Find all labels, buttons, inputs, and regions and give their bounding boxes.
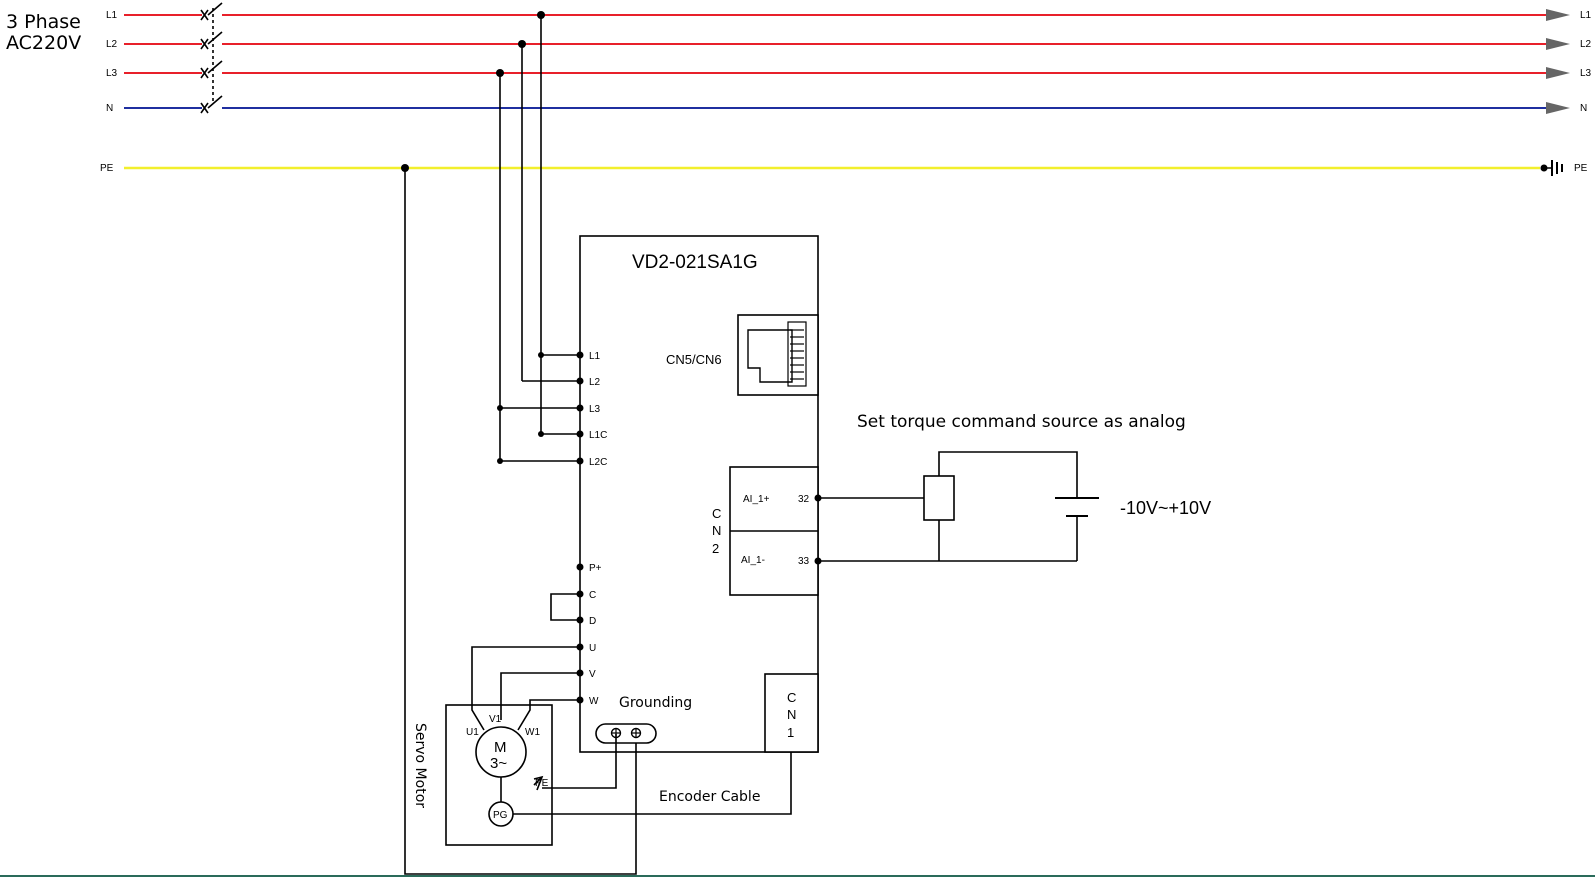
- terminal-label-v: V: [589, 669, 596, 680]
- analog-input-circuit: [814, 451, 1099, 565]
- terminal-label-d: D: [589, 616, 596, 627]
- terminal-label-w: W: [589, 696, 599, 707]
- potentiometer-icon: [923, 475, 955, 521]
- ai-minus-label: AI_1-: [741, 555, 765, 566]
- ai-plus-label: AI_1+: [743, 494, 770, 505]
- power-terminals: [576, 351, 584, 465]
- motor-u1: U1: [466, 727, 479, 738]
- drive-model: VD2-021SA1G: [632, 252, 758, 273]
- arrow-icon: [1546, 9, 1570, 21]
- analog-note: Set torque command source as analog: [857, 412, 1186, 432]
- ethernet-port-icon: [737, 314, 819, 396]
- bus-label-left-n: N: [106, 103, 113, 114]
- cn2-letter-n: N: [712, 523, 721, 538]
- bus-label-left-l2: L2: [106, 39, 118, 50]
- terminal-label-l2c: L2C: [589, 457, 607, 468]
- motor-v1: V1: [489, 714, 502, 725]
- pin-32-label: 32: [798, 494, 810, 505]
- terminal-label-l2: L2: [589, 377, 601, 388]
- encoder-pg: PG: [493, 810, 508, 821]
- terminal-label-p-plus: P+: [589, 563, 602, 574]
- motor-phase: 3~: [490, 755, 507, 772]
- breaker-switch-icon: [200, 2, 223, 114]
- cn1-letter-1: 1: [787, 725, 794, 740]
- motor-wires: [471, 646, 580, 731]
- bus-label-right-n: N: [1580, 103, 1587, 114]
- bus-label-right-pe: PE: [1574, 163, 1588, 174]
- servo-motor-box: [445, 704, 553, 846]
- grounding-label: Grounding: [619, 695, 692, 711]
- terminal-label-l3: L3: [589, 404, 601, 415]
- terminal-label-u: U: [589, 643, 596, 654]
- earth-ground-icon: [1540, 160, 1563, 176]
- bus-label-right-l1: L1: [1580, 10, 1592, 21]
- cn5-label: CN5/CN6: [666, 352, 722, 367]
- arrow-icon: [1546, 67, 1570, 79]
- analog-range: -10V~+10V: [1120, 498, 1211, 518]
- bus-label-right-l3: L3: [1580, 68, 1592, 79]
- terminal-label-c: C: [589, 590, 596, 601]
- circuit-breaker-icon: [202, 13, 222, 110]
- arrow-icon: [1546, 102, 1570, 114]
- grounding-terminal-icon: [595, 723, 657, 744]
- bus-label-left-pe: PE: [100, 163, 114, 174]
- cn2-letter-c: C: [712, 506, 721, 521]
- encoder-cable-wire: [513, 752, 792, 815]
- cn1-letter-n: N: [787, 707, 796, 722]
- motor-w1: W1: [525, 727, 540, 738]
- terminal-label-l1: L1: [589, 351, 601, 362]
- encoder-cable-label: Encoder Cable: [659, 789, 760, 805]
- cn1-letter-c: C: [787, 690, 796, 705]
- arrow-icon: [1546, 38, 1570, 50]
- power-tap-wires: [401, 11, 580, 464]
- motor-pe-wire: [533, 734, 617, 791]
- supply-label-line2: AC220V: [6, 32, 81, 54]
- brake-terminals: [550, 563, 584, 624]
- motor-pe-label: PE: [535, 778, 549, 789]
- pin-33-label: 33: [798, 556, 810, 567]
- pe-ground-wire: [404, 168, 637, 875]
- motor-m: M: [494, 739, 507, 756]
- bus-label-left-l1: L1: [106, 10, 118, 21]
- servo-motor-label: Servo Motor: [412, 723, 428, 808]
- bus-label-right-l2: L2: [1580, 39, 1592, 50]
- terminal-label-l1c: L1C: [589, 430, 607, 441]
- bus-label-left-l3: L3: [106, 68, 118, 79]
- supply-label-line1: 3 Phase: [6, 11, 81, 33]
- cn2-letter-2: 2: [712, 541, 719, 556]
